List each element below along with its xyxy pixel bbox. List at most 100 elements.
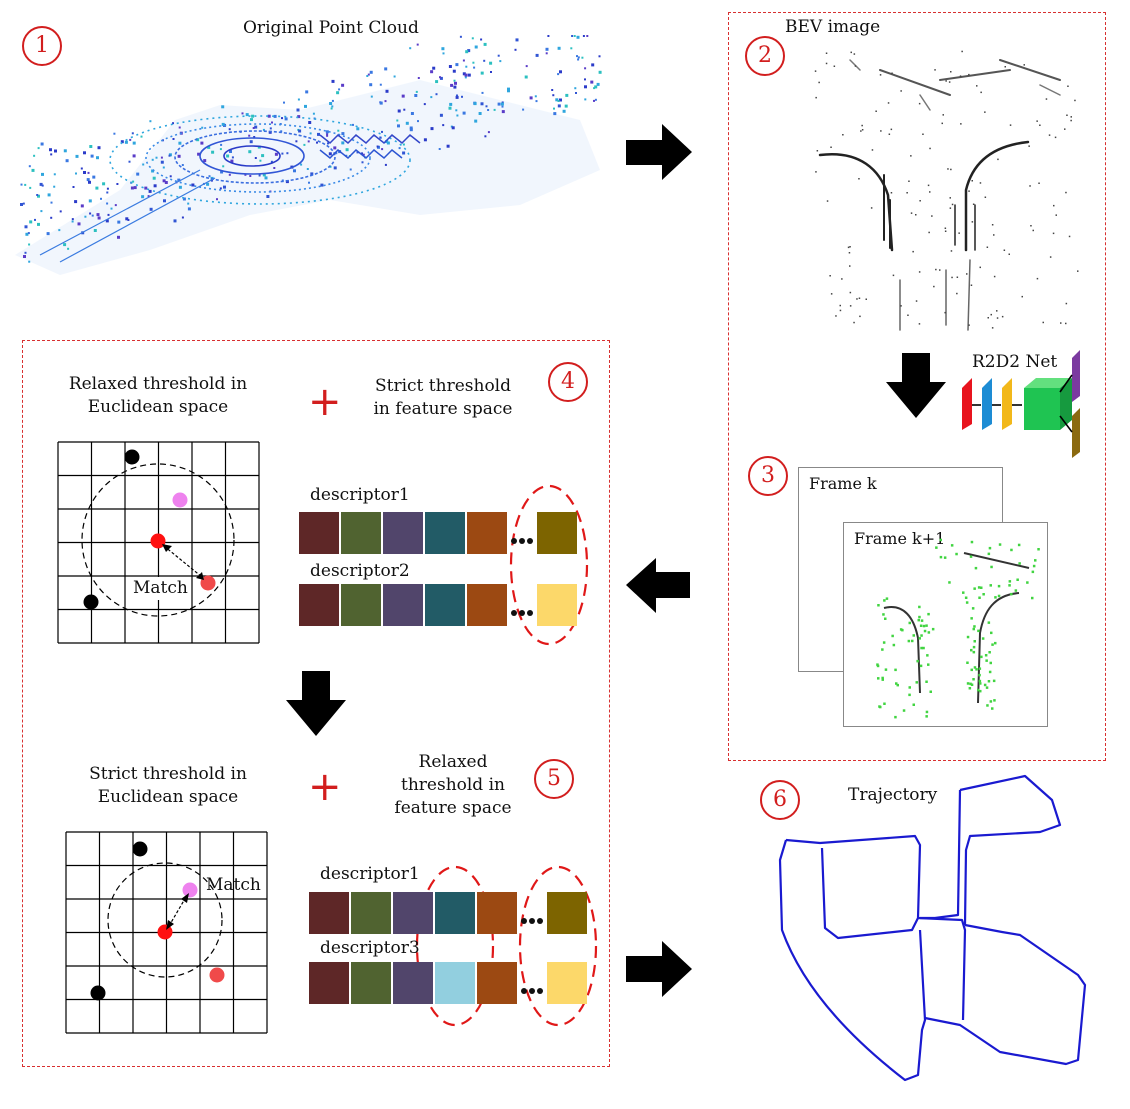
strict-euclidean-line1: Strict threshold in: [89, 764, 247, 784]
scatter-dot: [927, 663, 930, 666]
scatter-dot: [919, 624, 923, 627]
scatter-dot: [446, 144, 450, 148]
euclidean-grid-relaxed: [57, 441, 260, 644]
scatter-dot: [971, 607, 975, 610]
scatter-dot: [501, 110, 505, 114]
scatter-dot: [307, 140, 310, 143]
scatter-dot: [966, 635, 970, 639]
scatter-dot: [553, 107, 555, 110]
scatter-dot: [50, 153, 53, 156]
scatter-dot: [453, 85, 457, 89]
scatter-dot: [1014, 589, 1018, 592]
scatter-dot: [575, 92, 577, 94]
scatter-dot: [208, 175, 211, 178]
scatter-dot: [182, 197, 186, 201]
scatter-dot: [155, 156, 158, 159]
scatter-dot: [172, 122, 174, 125]
scatter-dot: [110, 207, 113, 210]
arrow-right-top: [626, 124, 692, 180]
scatter-dot: [141, 195, 145, 199]
scatter-dot: [379, 101, 383, 105]
scatter-dot: [545, 47, 549, 51]
scatter-dot: [306, 168, 309, 170]
point-cloud-image: [15, 35, 602, 275]
scatter-dot: [397, 109, 401, 113]
scatter-dot: [1036, 277, 1039, 280]
descriptor1-b-cell-4: [435, 892, 475, 934]
scatter-dot: [950, 168, 952, 171]
descriptor3-cell-4: [435, 962, 475, 1004]
scatter-dot: [1028, 145, 1030, 147]
scatter-dot: [28, 165, 31, 168]
scatter-dot: [402, 143, 405, 146]
scatter-dot: [973, 666, 977, 669]
scatter-dot: [977, 586, 981, 589]
scatter-dot: [947, 168, 949, 170]
scatter-dot: [547, 35, 550, 37]
scatter-dot: [881, 648, 884, 651]
scatter-dot: [1065, 322, 1067, 325]
scatter-dot: [964, 596, 968, 599]
scatter-dot: [978, 596, 981, 599]
scatter-dot: [977, 629, 980, 633]
trajectory-title: Trajectory: [848, 785, 938, 805]
scatter-dot: [384, 163, 387, 166]
scatter-dot: [281, 179, 284, 182]
scatter-dot: [452, 69, 456, 73]
scatter-dot: [366, 75, 369, 77]
scatter-dot: [333, 166, 337, 170]
scatter-dot: [454, 81, 457, 85]
scatter-dot: [984, 654, 988, 657]
bev-panel: [728, 12, 1106, 761]
descriptor1-row-b: [309, 892, 589, 934]
scatter-dot: [814, 70, 817, 72]
scatter-dot: [349, 168, 352, 171]
scatter-dot: [487, 109, 490, 111]
scatter-dot: [919, 664, 923, 668]
scatter-dot: [480, 38, 483, 41]
scatter-dot: [337, 129, 340, 132]
descriptor1-a-cell-last: [537, 512, 577, 554]
scatter-dot: [865, 298, 867, 300]
scatter-dot: [1052, 232, 1055, 235]
scatter-dot: [229, 150, 232, 153]
scatter-dot: [998, 543, 1002, 546]
scatter-dot: [815, 96, 817, 99]
highlight-ellipse-last-cell-b: [518, 865, 598, 1027]
scatter-dot: [870, 207, 873, 209]
scatter-dot: [596, 82, 600, 86]
scatter-dot: [1067, 85, 1069, 87]
descriptor1-b-cell-5: [477, 892, 517, 934]
scatter-dot: [221, 122, 225, 126]
scatter-dot: [405, 121, 409, 125]
scatter-dot: [317, 132, 320, 136]
scatter-dot: [455, 109, 458, 112]
scatter-dot: [223, 185, 226, 189]
descriptor2-cell-4: [425, 584, 465, 626]
descriptor2-cell-2: [341, 584, 381, 626]
scatter-dot: [858, 178, 860, 180]
scatter-dot: [1038, 182, 1040, 184]
scatter-dot: [984, 111, 986, 113]
scatter-dot: [262, 173, 266, 177]
scatter-dot: [818, 81, 820, 84]
scatter-dot: [268, 130, 272, 134]
scatter-dot: [455, 63, 459, 67]
scatter-dot: [980, 586, 983, 589]
scatter-dot: [908, 693, 911, 697]
scatter-dot: [53, 173, 56, 176]
scatter-dot: [559, 98, 562, 102]
scatter-dot: [216, 198, 218, 201]
scatter-dot: [1068, 235, 1071, 238]
scatter-dot: [879, 74, 882, 76]
bev-image-title: BEV image: [785, 17, 881, 37]
scatter-dot: [262, 128, 265, 131]
scatter-dot: [385, 140, 389, 144]
scatter-dot: [474, 119, 478, 123]
scatter-dot: [939, 555, 943, 559]
scatter-dot: [970, 683, 974, 686]
scatter-dot: [944, 311, 946, 314]
scatter-dot: [464, 76, 467, 79]
scatter-dot: [922, 133, 924, 135]
